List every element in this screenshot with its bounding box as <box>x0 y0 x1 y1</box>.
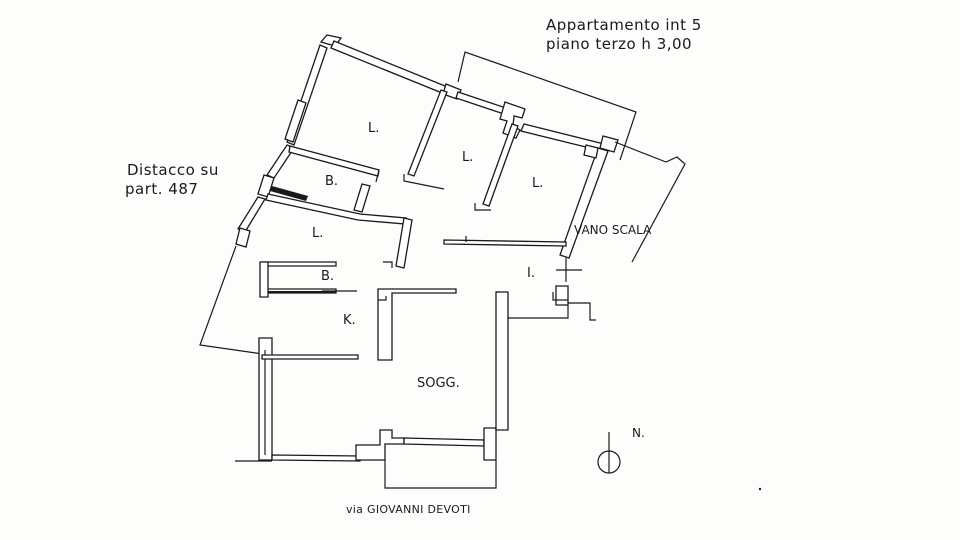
pier-left-mid <box>257 174 275 198</box>
pier-bottom-right <box>483 427 497 461</box>
corner-pier-top-right <box>599 135 619 153</box>
room-label-living: SOGG. <box>417 376 460 391</box>
boundary-note-line-2: part. 487 <box>125 180 199 198</box>
wall-step-right <box>508 305 569 319</box>
room-label-bedroom-4: L. <box>312 226 324 241</box>
pier-left-lower <box>235 227 251 248</box>
title-line-1: Appartamento int 5 <box>546 16 702 34</box>
stairwell-label: VANO SCALA <box>574 223 652 237</box>
street-label: via GIOVANNI DEVOTI <box>346 503 471 516</box>
partition-rooms-top <box>407 89 448 177</box>
pier-entry <box>555 285 569 306</box>
room-label-bath-2: B. <box>321 269 335 284</box>
left-shaft-outline <box>199 245 264 355</box>
wall-top-left <box>330 40 451 96</box>
stairwell-wall <box>559 147 609 259</box>
wall-left-lower <box>237 196 266 233</box>
title-line-2: piano terzo h 3,00 <box>546 35 693 53</box>
room-label-bedroom-1: L. <box>368 121 380 136</box>
pier-bottom-center <box>355 429 405 461</box>
partition-room-bath-lower <box>261 261 337 267</box>
room-label-bedroom-3: L. <box>532 176 544 191</box>
pier-left-upper <box>284 99 307 143</box>
pier-bath-lower-left <box>259 261 269 298</box>
room-label-bath-1: B. <box>325 174 339 189</box>
room-label-bedroom-2: L. <box>462 150 474 165</box>
kitchen-jamb <box>378 296 387 301</box>
partition-bath-room <box>265 193 407 225</box>
wall-bottom-left <box>271 454 361 462</box>
stairwell <box>457 51 686 282</box>
partition-room-bath-upper <box>288 145 380 177</box>
partition-corridor-right <box>395 217 413 269</box>
partition-rooms-right <box>482 123 519 207</box>
partition-room-bath-upper-end <box>375 169 380 183</box>
exterior-walls <box>199 34 619 489</box>
partition-rooms-right-foot <box>474 203 491 211</box>
partition-corridor-top <box>443 239 567 247</box>
bath-door-jamb <box>353 183 371 213</box>
partition-rooms-top-foot <box>403 174 445 190</box>
partition-kitchen-bottom <box>261 354 359 360</box>
room-label-entry: I. <box>527 266 535 281</box>
room-label-kitchen: K. <box>343 313 356 328</box>
wall-living-right <box>495 291 509 431</box>
entry-jamb <box>552 292 568 301</box>
entry-step <box>568 302 596 321</box>
partition-bath-solid <box>270 186 308 201</box>
north-label: N. <box>632 426 645 440</box>
pier-top-center <box>499 101 526 139</box>
boundary-note-line-1: Distacco su <box>127 161 219 179</box>
stairwell-right-outline <box>614 141 686 263</box>
corridor-door-jamb <box>383 261 393 268</box>
partition-kitchen-living <box>377 288 457 361</box>
stairwell-upper-outline <box>457 51 637 161</box>
stairwell-pier <box>583 144 599 159</box>
wall-top-center <box>455 91 507 115</box>
interior-partitions <box>259 89 568 361</box>
balcony-outline <box>384 460 497 489</box>
wall-bottom-balcony <box>403 437 485 447</box>
drawing-speck <box>758 487 762 491</box>
partition-bath-kitchen-solid <box>262 291 336 293</box>
north-arrow-symbol <box>597 432 621 474</box>
